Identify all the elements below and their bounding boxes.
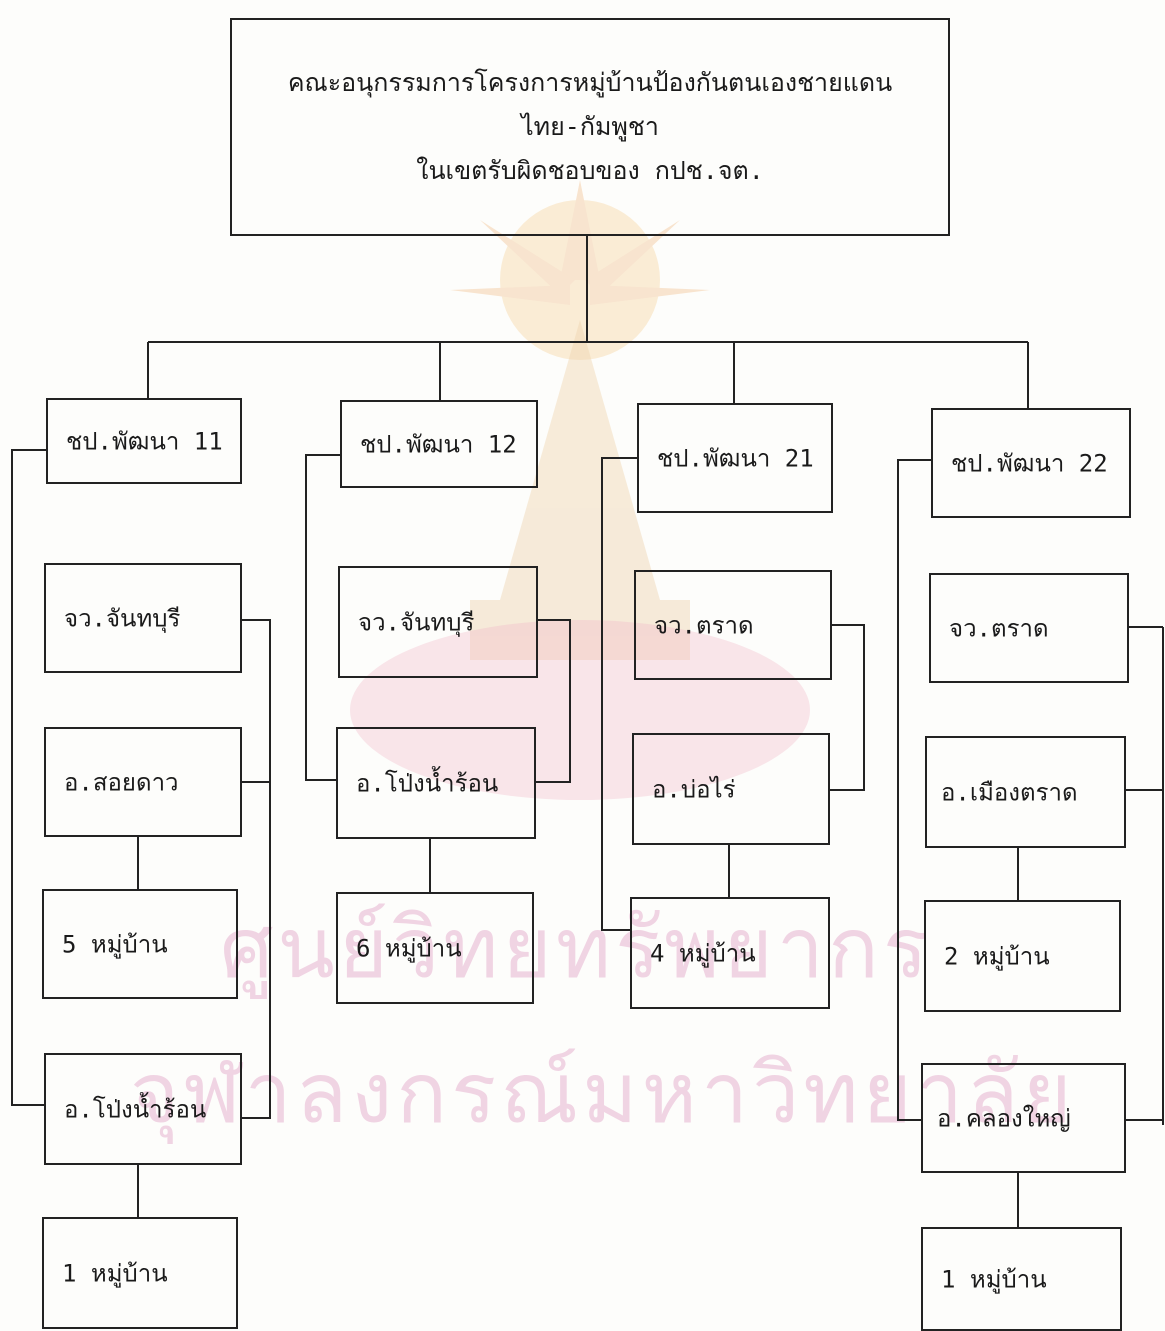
village-count-box: 1 หมู่บ้าน bbox=[921, 1227, 1122, 1331]
unit-label: ชป.พัฒนา 11 bbox=[66, 427, 223, 456]
district-label: อ.สอยดาว bbox=[64, 768, 179, 797]
district-label: อ.บ่อไร่ bbox=[652, 775, 736, 804]
village-count-box: 6 หมู่บ้าน bbox=[336, 892, 534, 1004]
committee-title-line-2: ไทย-กัมพูชา bbox=[521, 112, 659, 141]
village-count-box: 4 หมู่บ้าน bbox=[630, 897, 830, 1009]
unit-label: ชป.พัฒนา 21 bbox=[657, 444, 814, 473]
province-box: จว.จันทบุรี bbox=[44, 563, 242, 673]
watermark-line-2: จุฬาลงกรณ์มหาวิทยาลัย bbox=[130, 1044, 1076, 1142]
district-label: อ.โป่งน้ำร้อน bbox=[356, 769, 499, 798]
province-label: จว.จันทบุรี bbox=[358, 608, 475, 637]
province-label: จว.ตราด bbox=[654, 611, 754, 640]
unit-box-11: ชป.พัฒนา 11 bbox=[46, 398, 242, 484]
district-box: อ.คลองใหญ่ bbox=[921, 1063, 1126, 1173]
district-label: อ.โป่งน้ำร้อน bbox=[64, 1095, 207, 1124]
village-count-label: 5 หมู่บ้าน bbox=[62, 930, 168, 959]
district-box: อ.เมืองตราด bbox=[925, 736, 1126, 848]
village-count-label: 6 หมู่บ้าน bbox=[356, 934, 462, 963]
district-label: อ.เมืองตราด bbox=[941, 778, 1078, 807]
village-count-label: 2 หมู่บ้าน bbox=[944, 942, 1050, 971]
committee-title-box: คณะอนุกรรมการโครงการหมู่บ้านป้องกันตนเอง… bbox=[230, 18, 950, 236]
province-box: จว.จันทบุรี bbox=[338, 566, 538, 678]
unit-box-21: ชป.พัฒนา 21 bbox=[637, 403, 833, 513]
village-count-box: 2 หมู่บ้าน bbox=[924, 900, 1121, 1012]
village-count-box: 1 หมู่บ้าน bbox=[42, 1217, 238, 1329]
province-label: จว.จันทบุรี bbox=[64, 604, 181, 633]
district-box: อ.บ่อไร่ bbox=[632, 733, 830, 845]
district-label: อ.คลองใหญ่ bbox=[937, 1104, 1071, 1133]
unit-label: ชป.พัฒนา 12 bbox=[360, 430, 517, 459]
committee-title-line-3: ในเขตรับผิดชอบของ กปช.จต. bbox=[416, 156, 764, 185]
province-box: จว.ตราด bbox=[929, 573, 1129, 683]
province-label: จว.ตราด bbox=[949, 614, 1049, 643]
watermark-emblem-icon bbox=[350, 180, 810, 800]
village-count-label: 1 หมู่บ้าน bbox=[941, 1265, 1047, 1294]
district-box: อ.สอยดาว bbox=[44, 727, 242, 837]
province-box: จว.ตราด bbox=[634, 570, 832, 680]
district-box: อ.โป่งน้ำร้อน bbox=[336, 727, 536, 839]
unit-box-12: ชป.พัฒนา 12 bbox=[340, 400, 538, 488]
committee-title-line-1: คณะอนุกรรมการโครงการหมู่บ้านป้องกันตนเอง… bbox=[287, 68, 893, 97]
district-box: อ.โป่งน้ำร้อน bbox=[44, 1053, 242, 1165]
village-count-label: 4 หมู่บ้าน bbox=[650, 939, 756, 968]
village-count-box: 5 หมู่บ้าน bbox=[42, 889, 238, 999]
unit-box-22: ชป.พัฒนา 22 bbox=[931, 408, 1131, 518]
unit-label: ชป.พัฒนา 22 bbox=[951, 449, 1108, 478]
village-count-label: 1 หมู่บ้าน bbox=[62, 1259, 168, 1288]
